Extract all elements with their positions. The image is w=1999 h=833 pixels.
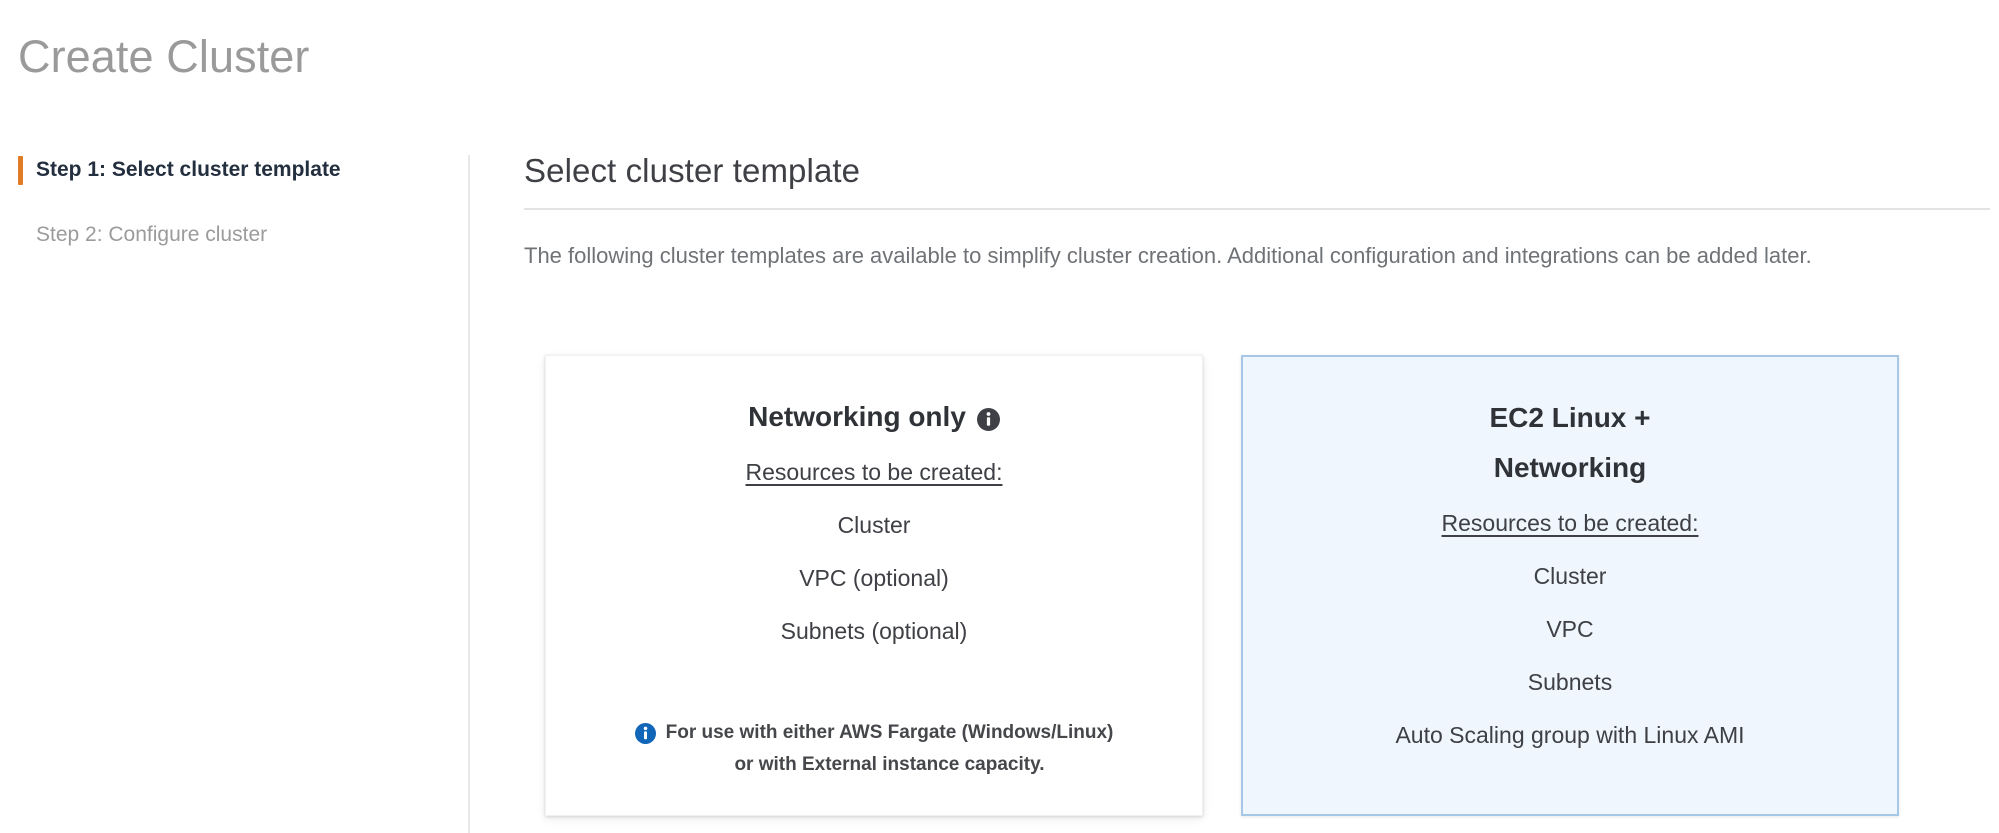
info-icon[interactable] xyxy=(976,407,1000,431)
resource-item: Cluster xyxy=(837,512,911,538)
wizard-sidebar: Step 1: Select cluster template Step 2: … xyxy=(0,140,468,833)
sidebar-item-step-1-label: Step 1: Select cluster template xyxy=(36,158,341,181)
page-title: Create Cluster xyxy=(18,31,310,82)
resource-item: VPC (optional) xyxy=(799,565,949,591)
section-title: Select cluster template xyxy=(524,152,861,189)
template-card-title: Networking only xyxy=(748,392,1000,442)
sidebar-item-step-1[interactable]: Step 1: Select cluster template xyxy=(0,153,468,187)
resource-item: Cluster xyxy=(1533,563,1607,589)
sidebar-item-step-2-label: Step 2: Configure cluster xyxy=(36,223,268,246)
resource-item: Subnets xyxy=(1527,669,1613,695)
main-content: Select cluster template The following cl… xyxy=(524,150,1990,275)
template-card-networking-only[interactable]: Networking only Resources to be created:… xyxy=(545,355,1203,816)
template-card-title-text: Networking only xyxy=(748,401,966,432)
info-icon xyxy=(634,723,656,744)
sidebar-divider xyxy=(468,155,470,833)
template-card-note: For use with either AWS Fargate (Windows… xyxy=(572,717,1176,781)
resource-item: Subnets (optional) xyxy=(780,618,968,644)
resource-item: VPC xyxy=(1546,616,1594,642)
resource-item: Auto Scaling group with Linux AMI xyxy=(1395,722,1745,748)
section-divider xyxy=(524,208,1990,211)
resources-label: Resources to be created: xyxy=(1441,510,1699,536)
template-card-list: Networking only Resources to be created:… xyxy=(545,355,1899,816)
template-card-title: EC2 Linux + Networking xyxy=(1489,393,1650,493)
active-step-accent-bar xyxy=(18,156,23,185)
section-description: The following cluster templates are avai… xyxy=(524,243,1812,269)
sidebar-item-step-2[interactable]: Step 2: Configure cluster xyxy=(0,218,468,252)
template-card-title-text: EC2 Linux + Networking xyxy=(1489,402,1651,483)
template-card-ec2-linux-networking[interactable]: EC2 Linux + Networking Resources to be c… xyxy=(1241,355,1899,816)
resources-label: Resources to be created: xyxy=(745,459,1003,485)
template-card-note-text: For use with either AWS Fargate (Windows… xyxy=(665,722,1114,775)
